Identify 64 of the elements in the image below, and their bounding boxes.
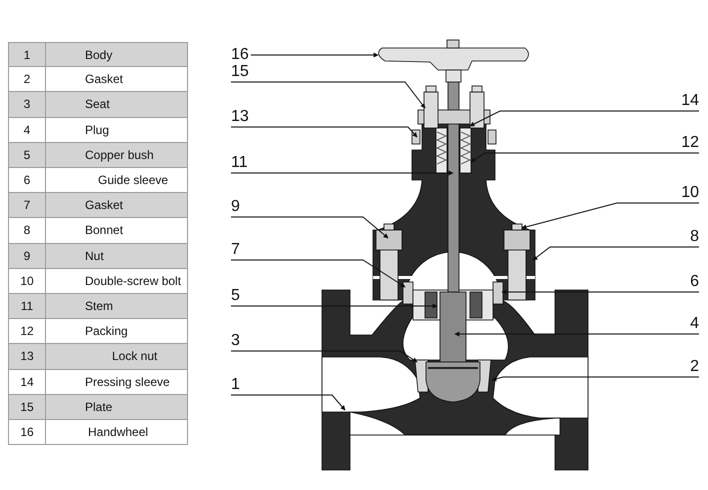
table-cell: 16 [8, 420, 46, 446]
callout-number: 2 [690, 358, 699, 375]
callout-number: 11 [231, 154, 248, 171]
table-cell: 2 [8, 67, 46, 92]
callout-number: 1 [231, 376, 240, 393]
table-cell: Bonnet [46, 218, 188, 244]
leader-line [454, 332, 700, 336]
leader-line [230, 126, 418, 138]
leader-line [491, 376, 700, 382]
callout-number: 4 [690, 315, 699, 332]
callout-number: 9 [231, 198, 240, 215]
callout-number: 8 [690, 228, 699, 245]
callout-number: 6 [690, 273, 699, 290]
leader-line [230, 350, 418, 362]
table-cell: 10 [8, 268, 46, 294]
leader-line [250, 52, 379, 58]
table-cell: 6 [8, 168, 46, 194]
table-cell: Body [46, 42, 188, 68]
table-cell: Seat [46, 92, 188, 118]
table-cell: Guide sleeve [46, 168, 188, 194]
table-cell: 4 [8, 118, 46, 143]
table-cell: 1 [8, 42, 46, 68]
table-cell: 9 [8, 244, 46, 269]
table-cell: 7 [8, 193, 46, 218]
leader-line [230, 394, 346, 410]
table-cell: Plug [46, 118, 188, 143]
table-cell: 14 [8, 370, 46, 395]
table-cell: 11 [8, 294, 46, 320]
leader-line [501, 290, 700, 294]
table-cell: 5 [8, 142, 46, 168]
table-cell: 12 [8, 319, 46, 344]
leader-line [230, 82, 426, 108]
leader-line [469, 110, 700, 126]
table-cell: 13 [8, 344, 46, 370]
table-cell: Gasket [46, 67, 188, 92]
table-cell: 3 [8, 92, 46, 118]
callout-number: 10 [681, 184, 699, 201]
callout-number: 12 [681, 134, 699, 151]
table-cell: Handwheel [46, 420, 188, 446]
callout-number: 7 [231, 241, 240, 258]
callout-number: 13 [231, 108, 249, 125]
table-cell: Stem [46, 294, 188, 320]
table-cell: Gasket [46, 193, 188, 218]
leader-line [532, 246, 700, 260]
table-cell: 8 [8, 218, 46, 244]
table-cell: Lock nut [46, 344, 188, 370]
leader-line [230, 260, 406, 288]
table-cell: Pressing sleeve [46, 370, 188, 395]
callout-number: 14 [681, 92, 699, 109]
table-cell: Double-screw bolt [46, 268, 188, 294]
leader-line [230, 216, 388, 238]
callout-number: 5 [231, 287, 240, 304]
table-cell: Copper bush [46, 142, 188, 168]
table-cell: 15 [8, 394, 46, 420]
leader-line [470, 152, 700, 162]
callout-number: 3 [231, 332, 240, 349]
leader-line [230, 304, 438, 308]
table-cell: Plate [46, 394, 188, 420]
leader-line [521, 202, 700, 230]
table-cell: Nut [46, 244, 188, 269]
leader-line [230, 170, 454, 176]
callout-number: 16 [231, 46, 249, 63]
table-cell: Packing [46, 319, 188, 344]
callout-number: 15 [231, 63, 249, 80]
